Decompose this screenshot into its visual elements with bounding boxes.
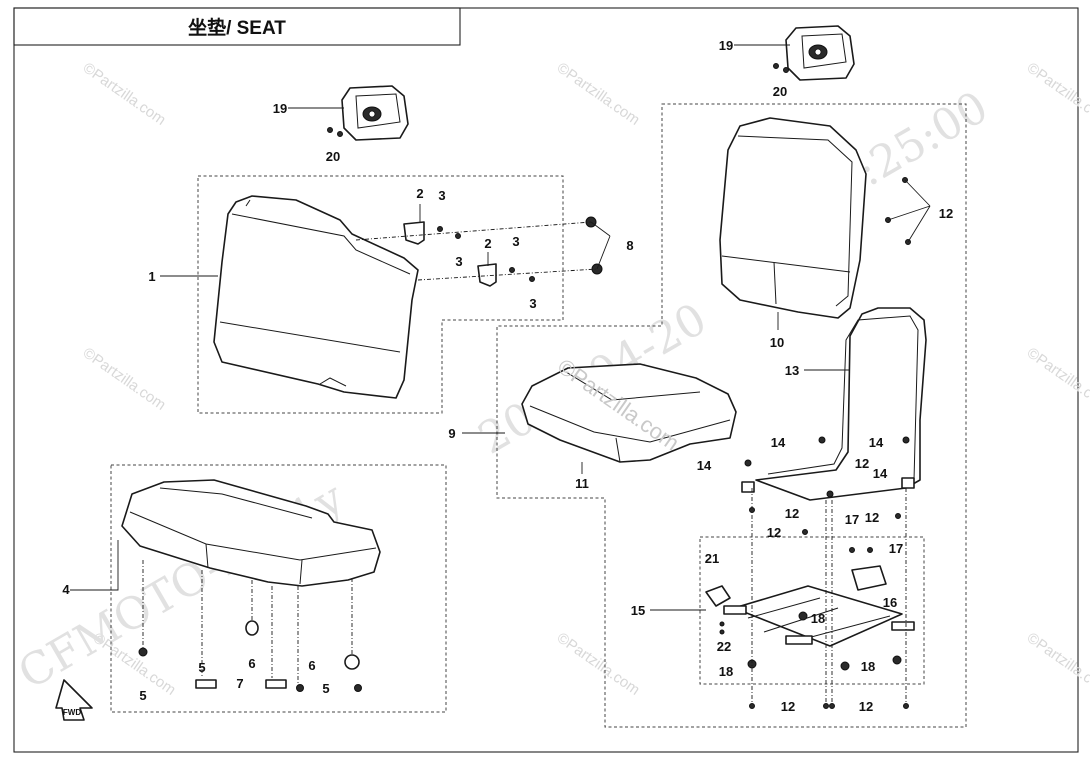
group-slide-rail bbox=[699, 536, 925, 685]
watermark-site: ©Partzilla.com bbox=[1024, 59, 1090, 129]
callout-18: 18 bbox=[719, 664, 733, 679]
callout-13: 13 bbox=[785, 363, 799, 378]
headrest-pad-right bbox=[785, 25, 855, 81]
callout-3: 3 bbox=[529, 296, 536, 311]
callout-19: 19 bbox=[719, 38, 733, 53]
title-box bbox=[13, 7, 461, 46]
callout-12: 12 bbox=[785, 506, 799, 521]
watermark-site: ©Partzilla.com bbox=[80, 59, 169, 129]
callout-6: 6 bbox=[308, 658, 315, 673]
callout-20: 20 bbox=[326, 149, 340, 164]
callout-5: 5 bbox=[198, 660, 205, 675]
callout-6: 6 bbox=[248, 656, 255, 671]
fwd-arrow-icon: FWD bbox=[55, 679, 93, 721]
fwd-label: FWD bbox=[63, 708, 81, 717]
diagram-border bbox=[13, 7, 1079, 753]
diagram-title: 坐垫/ SEAT bbox=[188, 17, 286, 39]
callout-10: 10 bbox=[770, 335, 784, 350]
callout-19: 19 bbox=[273, 101, 287, 116]
callout-8: 8 bbox=[626, 238, 633, 253]
callout-7: 7 bbox=[236, 676, 243, 691]
screw-pair-right bbox=[773, 63, 789, 73]
callout-9: 9 bbox=[448, 426, 455, 441]
callout-1: 1 bbox=[148, 269, 155, 284]
callout-12: 12 bbox=[855, 456, 869, 471]
callout-18: 18 bbox=[861, 659, 875, 674]
callout-12: 12 bbox=[781, 699, 795, 714]
bench-mounts bbox=[138, 560, 362, 692]
leader-lines bbox=[70, 44, 931, 611]
callout-2: 2 bbox=[416, 186, 423, 201]
screw-pair-left bbox=[327, 127, 343, 137]
callout-2: 2 bbox=[484, 236, 491, 251]
callout-14: 14 bbox=[869, 435, 884, 450]
callout-3: 3 bbox=[512, 234, 519, 249]
callout-12: 12 bbox=[865, 510, 879, 525]
callout-12: 12 bbox=[939, 206, 953, 221]
callout-labels: 1 2 2 3 3 3 3 4 5 5 5 6 6 7 8 9 10 11 12… bbox=[62, 38, 953, 714]
fastener-lines bbox=[749, 488, 909, 709]
watermark-site: ©Partzilla.com bbox=[554, 59, 643, 129]
backrest-brackets bbox=[355, 216, 603, 287]
seat-back-cushion bbox=[719, 117, 867, 319]
group-bench-assembly bbox=[110, 464, 447, 713]
callout-22: 22 bbox=[717, 639, 731, 654]
callout-5: 5 bbox=[322, 681, 329, 696]
bench-seat bbox=[121, 479, 381, 587]
callout-14: 14 bbox=[771, 435, 786, 450]
watermark-site: ©Partzilla.com bbox=[554, 629, 643, 699]
watermark-site: ©Partzilla.com bbox=[1024, 629, 1090, 699]
seat-cushion bbox=[521, 363, 737, 463]
callout-14: 14 bbox=[697, 458, 712, 473]
watermark-site: ©Partzilla.com bbox=[1024, 344, 1090, 414]
callout-16: 16 bbox=[883, 595, 897, 610]
callout-15: 15 bbox=[631, 603, 645, 618]
callout-5: 5 bbox=[139, 688, 146, 703]
callout-18: 18 bbox=[811, 611, 825, 626]
callout-14: 14 bbox=[873, 466, 888, 481]
slide-rail-assembly bbox=[705, 565, 915, 671]
callout-4: 4 bbox=[62, 582, 70, 597]
callout-3: 3 bbox=[455, 254, 462, 269]
watermark-site: ©Partzilla.com bbox=[80, 344, 169, 414]
seat-back-frame bbox=[741, 307, 927, 501]
callout-12: 12 bbox=[767, 525, 781, 540]
callout-17: 17 bbox=[845, 512, 859, 527]
callout-17: 17 bbox=[889, 541, 903, 556]
callout-11: 11 bbox=[575, 476, 589, 491]
callout-3: 3 bbox=[438, 188, 445, 203]
callout-20: 20 bbox=[773, 84, 787, 99]
callout-12: 12 bbox=[859, 699, 873, 714]
group-backrest-assembly bbox=[197, 175, 564, 414]
callout-21: 21 bbox=[705, 551, 719, 566]
headrest-pad-left bbox=[341, 85, 409, 141]
group-seat-assembly bbox=[496, 103, 967, 728]
backrest-cushion bbox=[213, 195, 419, 399]
